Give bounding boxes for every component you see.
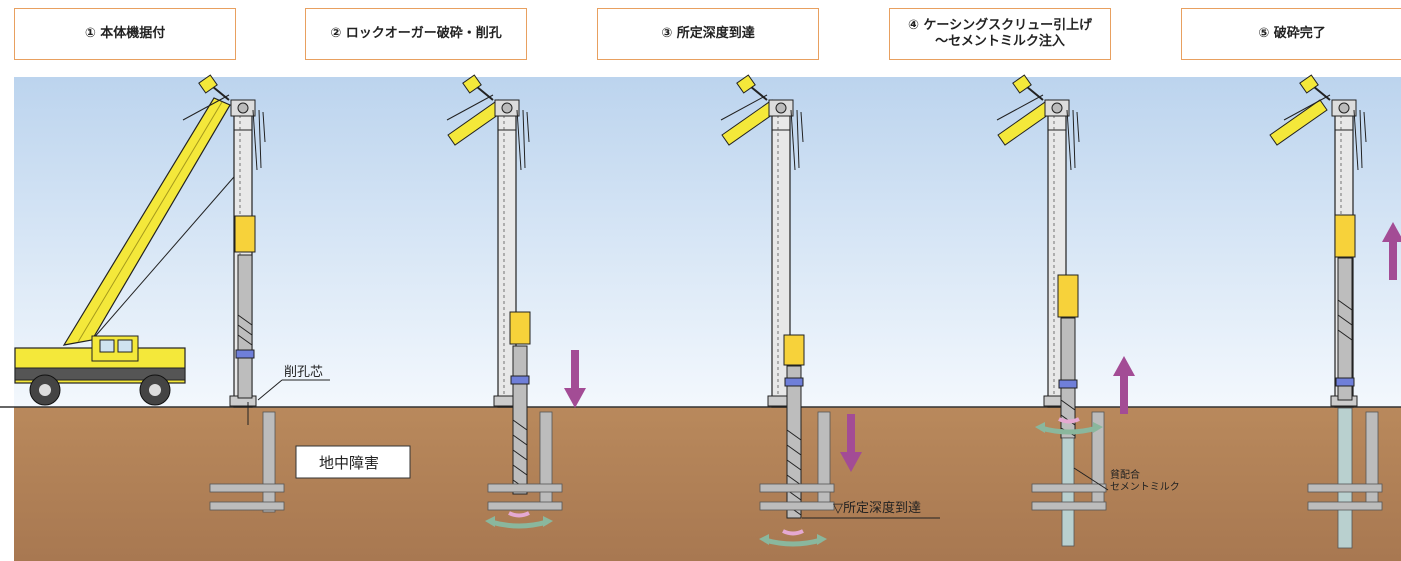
hammer-unit <box>783 334 805 366</box>
depth-label: ▽所定深度到達 <box>833 500 921 516</box>
step-1-scene: 削孔芯 地中障害 <box>14 74 411 513</box>
hammer-unit <box>234 215 256 253</box>
step-1-box: ① 本体機据付 <box>14 8 236 60</box>
obstacle-label-box <box>295 445 411 479</box>
milk-label-line1: 貧配合 <box>1110 468 1140 481</box>
step-4-box: ④ ケーシングスクリュー引上げ ～セメントミルク注入 <box>889 8 1111 60</box>
casing-auger <box>512 383 528 495</box>
step-5-box: ⑤ 破砕完了 <box>1181 8 1401 60</box>
core-label: 削孔芯 <box>284 365 323 380</box>
step-3-scene: ▽所定深度到達 <box>720 74 940 545</box>
sky-background <box>14 77 1401 407</box>
cement-column <box>1337 407 1353 549</box>
step-3-box: ③ 所定深度到達 <box>597 8 819 60</box>
milk-label-line2: セメントミルク <box>1110 481 1180 493</box>
step-2-box: ② ロックオーガー破砕・削孔 <box>305 8 527 60</box>
obstacle-label: 地中障害 <box>319 454 379 472</box>
step-5-scene <box>1269 74 1401 549</box>
step-4-scene: 貧配合 セメントミルク <box>996 74 1180 547</box>
crane-boom <box>62 97 231 346</box>
hammer-unit <box>1334 214 1356 258</box>
step-headers: ① 本体機据付 ② ロックオーガー破砕・削孔 ③ 所定深度到達 ④ ケーシングス… <box>0 0 1401 70</box>
hammer-unit <box>1057 274 1079 318</box>
hammer-unit <box>509 311 531 345</box>
step-2-scene <box>446 74 586 527</box>
